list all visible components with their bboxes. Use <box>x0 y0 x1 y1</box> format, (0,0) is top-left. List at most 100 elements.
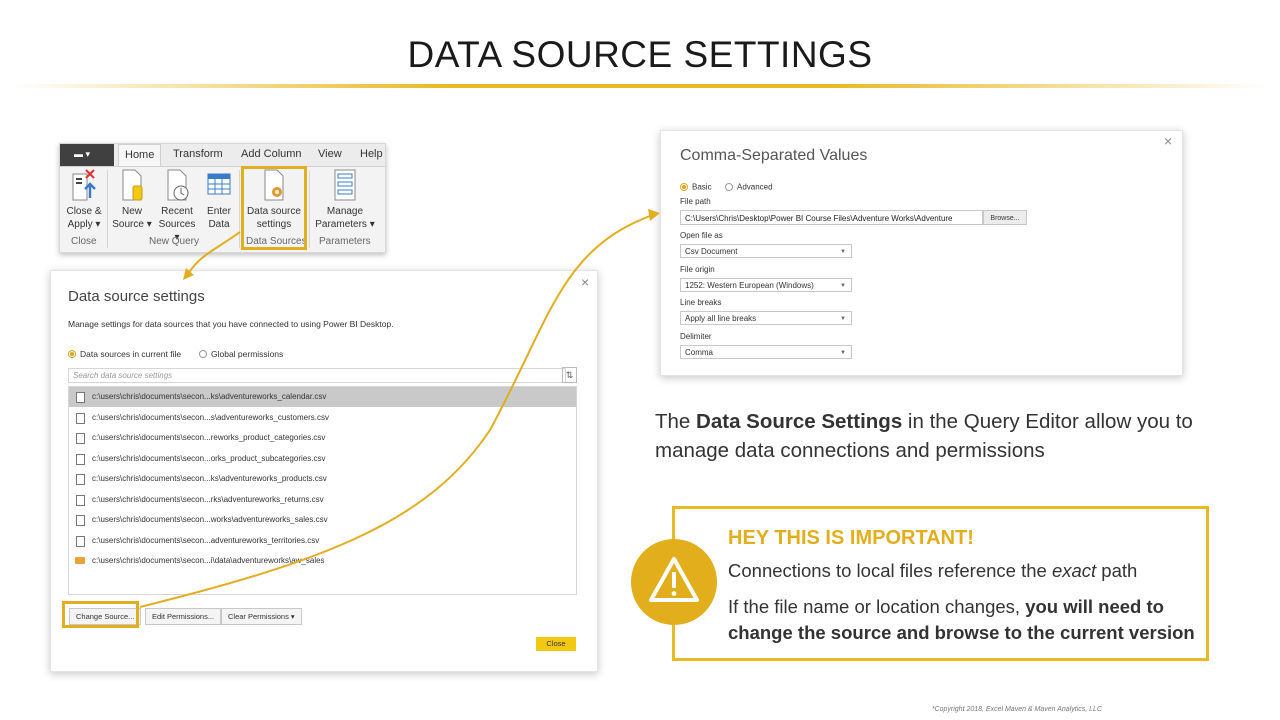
new-source-icon <box>122 169 143 201</box>
list-item-path: c:\users\chris\documents\secon...i\data\… <box>92 556 325 565</box>
new-source-label-2: Source ▾ <box>112 219 152 230</box>
open-file-as-select[interactable]: Csv Document▼ <box>680 244 852 258</box>
tab-help[interactable]: Help <box>360 148 383 160</box>
tab-transform[interactable]: Transform <box>173 148 223 160</box>
sort-icon[interactable]: ⇅ <box>562 367 577 383</box>
enter-data-icon <box>207 173 231 195</box>
radio-unselected-icon <box>199 349 207 358</box>
chevron-down-icon: ▼ <box>840 316 846 322</box>
search-input[interactable]: Search data source settings <box>68 368 566 383</box>
radio-global-permissions[interactable]: Global permissions <box>199 345 283 363</box>
close-icon[interactable]: × <box>581 274 590 290</box>
open-file-as-value: Csv Document <box>685 247 738 256</box>
description-post: in the Query Editor allow you to manage … <box>655 410 1193 462</box>
radio-selected-icon <box>68 349 76 358</box>
radio-advanced-label: Advanced <box>737 182 773 192</box>
list-item[interactable]: c:\users\chris\documents\secon...s\adven… <box>69 408 576 428</box>
enter-data-label-1: Enter <box>207 206 231 217</box>
important-callout: HEY THIS IS IMPORTANT! Connections to lo… <box>672 506 1209 661</box>
change-source-highlight <box>62 601 139 628</box>
folder-icon <box>75 557 85 564</box>
list-item[interactable]: c:\users\chris\documents\secon...ks\adve… <box>69 469 576 489</box>
open-file-as-label: Open file as <box>680 231 723 240</box>
chevron-down-icon: ▼ <box>840 283 846 289</box>
file-icon <box>76 453 85 465</box>
file-path-input[interactable]: C:\Users\Chris\Desktop\Power BI Course F… <box>680 210 983 225</box>
close-apply-label-2: Apply ▾ <box>67 219 101 230</box>
list-item[interactable]: c:\users\chris\documents\secon...works\a… <box>69 510 576 530</box>
enter-data-button[interactable]: Enter Data <box>202 168 236 231</box>
manage-parameters-icon <box>334 169 356 201</box>
list-item[interactable]: c:\users\chris\documents\secon...i\data\… <box>69 551 576 571</box>
file-origin-value: 1252: Western European (Windows) <box>685 281 814 290</box>
delimiter-select[interactable]: Comma▼ <box>680 345 852 359</box>
manage-parameters-label-2: Parameters ▾ <box>315 219 375 230</box>
enter-data-label-2: Data <box>208 219 230 230</box>
new-source-button[interactable]: New Source ▾ <box>112 168 152 231</box>
line-breaks-value: Apply all line breaks <box>685 314 757 323</box>
radio-basic[interactable]: Basic <box>680 178 712 196</box>
tab-view[interactable]: View <box>318 148 342 160</box>
list-item-path: c:\users\chris\documents\secon...works\a… <box>92 515 328 524</box>
ribbon-separator <box>107 170 108 248</box>
arrowhead-change-source-to-csv <box>648 209 660 221</box>
description-bold: Data Source Settings <box>696 410 903 433</box>
change-source-button[interactable]: Change Source... <box>69 608 142 625</box>
slide-title: DATA SOURCE SETTINGS <box>407 34 873 75</box>
line-breaks-select[interactable]: Apply all line breaks ▼ <box>680 311 852 325</box>
clear-permissions-button[interactable]: Clear Permissions ▾ <box>221 608 302 625</box>
file-path-label: File path <box>680 197 711 206</box>
ribbon-group-close: Close <box>71 236 97 247</box>
list-item[interactable]: c:\users\chris\documents\secon...reworks… <box>69 428 576 448</box>
file-origin-label: File origin <box>680 265 715 274</box>
file-icon <box>76 474 85 485</box>
list-item[interactable]: c:\users\chris\documents\secon...orks_pr… <box>69 449 576 469</box>
description-pre: The <box>655 410 697 433</box>
manage-parameters-button[interactable]: Manage Parameters ▾ <box>312 168 378 231</box>
callout-line-1-pre: Connections to local files reference the <box>728 560 1052 581</box>
radio-current-file-label: Data sources in current file <box>80 348 182 359</box>
close-apply-button[interactable]: Close & Apply ▾ <box>64 168 104 231</box>
edit-permissions-button[interactable]: Edit Permissions... <box>145 608 222 625</box>
callout-line-2-bold: you will need to change the source and b… <box>728 596 1195 643</box>
radio-basic-label: Basic <box>692 182 712 192</box>
callout-heading: HEY THIS IS IMPORTANT! <box>728 527 974 549</box>
file-icon <box>76 515 85 526</box>
list-item[interactable]: c:\users\chris\documents\secon...adventu… <box>69 531 576 551</box>
data-source-settings-icon <box>264 169 284 201</box>
tab-add-column[interactable]: Add Column <box>241 148 302 160</box>
list-item-path: c:\users\chris\documents\secon...reworks… <box>92 433 326 442</box>
data-source-settings-highlight <box>241 166 307 250</box>
new-source-label-1: New <box>121 206 142 217</box>
radio-global-permissions-label: Global permissions <box>211 348 284 359</box>
list-item-path: c:\users\chris\documents\secon...adventu… <box>92 535 320 545</box>
callout-line-2-pre: If the file name or location changes, <box>728 596 1026 617</box>
list-item-path: c:\users\chris\documents\secon...s\adven… <box>92 412 329 422</box>
title-divider <box>10 84 1270 88</box>
radio-advanced[interactable]: Advanced <box>725 178 773 196</box>
data-source-settings-label-1: Data source <box>247 206 301 217</box>
file-icon <box>76 535 85 547</box>
list-item[interactable]: c:\users\chris\documents\secon...rks\adv… <box>69 490 576 510</box>
chevron-down-icon: ▼ <box>840 350 846 356</box>
list-item-path: c:\users\chris\documents\secon...orks_pr… <box>92 453 326 463</box>
file-menu-icon: ▬ ▾ <box>74 149 91 159</box>
radio-selected-icon <box>680 182 688 191</box>
delimiter-label: Delimiter <box>680 332 712 341</box>
close-button[interactable]: Close <box>536 637 576 651</box>
recent-sources-button[interactable]: Recent Sources ▾ <box>155 168 199 244</box>
file-origin-select[interactable]: 1252: Western European (Windows) ▼ <box>680 278 852 292</box>
tab-home[interactable]: Home <box>118 144 162 166</box>
close-icon[interactable]: × <box>1164 133 1173 149</box>
line-breaks-label: Line breaks <box>680 298 722 307</box>
csv-source-dialog: × Comma-Separated Values Basic Advanced … <box>660 130 1183 376</box>
close-apply-label-1: Close & <box>66 206 102 217</box>
callout-line-1-em: exact <box>1051 560 1097 581</box>
file-menu-button[interactable]: ▬ ▾ <box>60 144 114 166</box>
ribbon-group-new-query: New Query <box>149 236 200 247</box>
list-item[interactable]: c:\users\chris\documents\secon...ks\adve… <box>69 387 576 407</box>
recent-sources-icon <box>167 169 189 201</box>
radio-current-file[interactable]: Data sources in current file <box>68 345 181 363</box>
file-icon <box>76 412 85 424</box>
browse-button[interactable]: Browse... <box>983 210 1027 225</box>
